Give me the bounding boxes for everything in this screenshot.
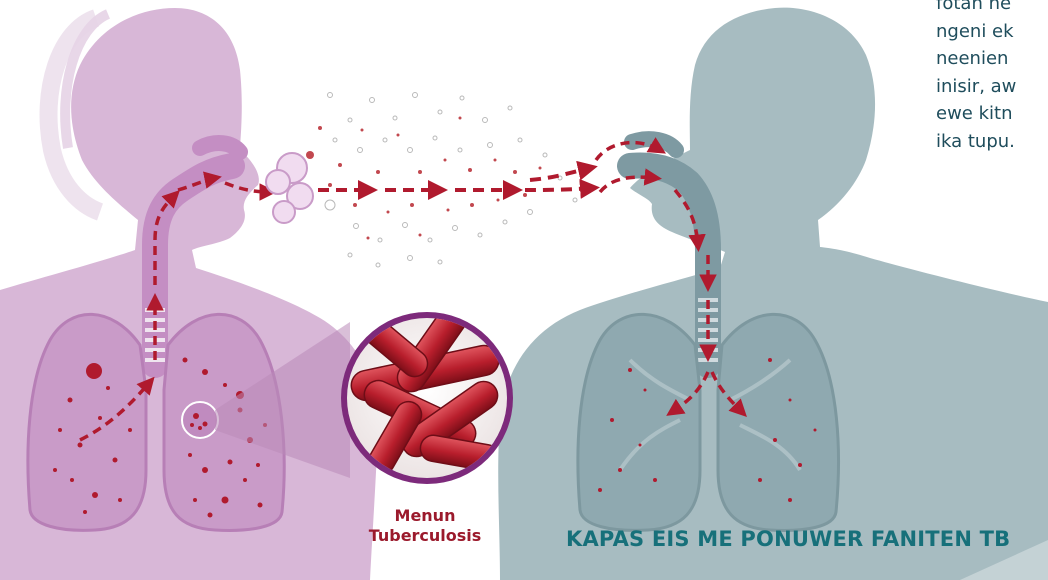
infected-left-lung — [28, 314, 146, 530]
infected-spot-magnify — [182, 402, 218, 438]
side-text-line: inisir, aw — [936, 73, 1048, 101]
bacteria-label-line1: Menun — [350, 506, 500, 526]
airborne-droplets — [306, 93, 592, 268]
healthy-left-lung — [578, 314, 700, 530]
bacteria-label: Menun Tuberculosis — [350, 506, 500, 546]
side-text-line: neenien — [936, 45, 1048, 73]
side-text-line: fotah ne — [936, 0, 1048, 18]
side-description-text: fotah ne ngeni ek neenien inisir, aw ewe… — [936, 0, 1048, 155]
side-text-line: ewe kitn — [936, 100, 1048, 128]
side-text-line: ngeni ek — [936, 18, 1048, 46]
cough-puff — [266, 153, 313, 223]
infected-person — [0, 8, 378, 580]
side-text-line: ika tupu. — [936, 128, 1048, 156]
bacteria-label-line2: Tuberculosis — [350, 526, 500, 546]
droplet-travel-arrows — [318, 168, 592, 190]
diagram-caption: KAPAS EIS ME PONUWER FANITEN TB — [566, 527, 1010, 551]
tb-bacteria-magnified — [341, 291, 513, 484]
